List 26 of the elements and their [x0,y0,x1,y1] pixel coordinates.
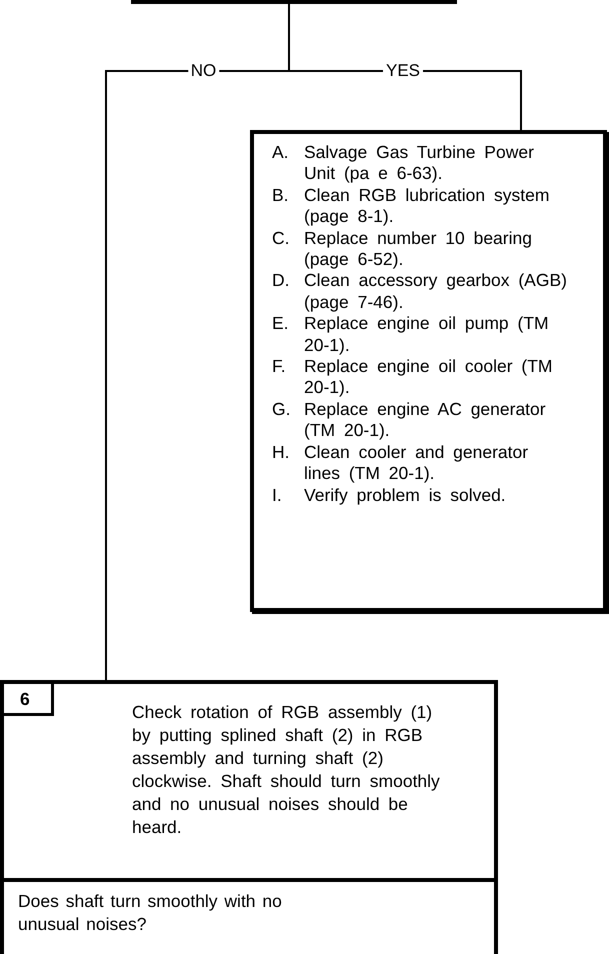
list-letter: H. [272,442,290,464]
list-letter: F. [272,356,287,378]
underline-bar [131,0,457,4]
list-letter: G. [272,398,292,421]
list-item-text: Clean accessory gearbox (AGB) (page 7-46). [304,270,568,314]
list-letter: D. [272,270,290,292]
step-number-box [4,684,54,716]
list-item-text: Clean RGB lubrication system (page 8-1). [304,184,550,228]
list-item-text: Replace engine oil cooler (TM 20-1). [304,356,554,399]
question-text: Does shaft turn smoothly with no unusual noises? [18,890,283,936]
connector-line [288,4,522,130]
action-list-box [250,130,607,612]
step-number: 6 [20,689,30,709]
list-letter: B. [272,184,290,207]
list-letter: C. [272,228,290,250]
step-box [0,680,498,954]
step-instruction: Check rotation of RGB assembly (1) by putting splined shaft (2) in RGB assembly and turning shaft (2) clockwise. Shaft should turn smoothly and no unusual noises should be heard. [132,701,441,839]
list-item-text: Salvage Gas Turbine Power Unit (pa e 6-63). [304,142,535,185]
list-item-text: Clean cooler and generator lines (TM 20-1). [304,442,530,484]
list-item-text: Replace number 10 bearing (page 6-52). [304,228,533,270]
list-letter: E. [272,313,290,336]
list-item-text: Replace engine AC generator (TM 20-1). [304,398,547,442]
list-item-text: Replace engine oil pump (TM 20-1). [304,313,550,356]
list-item-text: Verify problem is solved. [304,484,507,506]
list-letter: I. [272,484,283,506]
list-letter: A. [272,142,290,164]
